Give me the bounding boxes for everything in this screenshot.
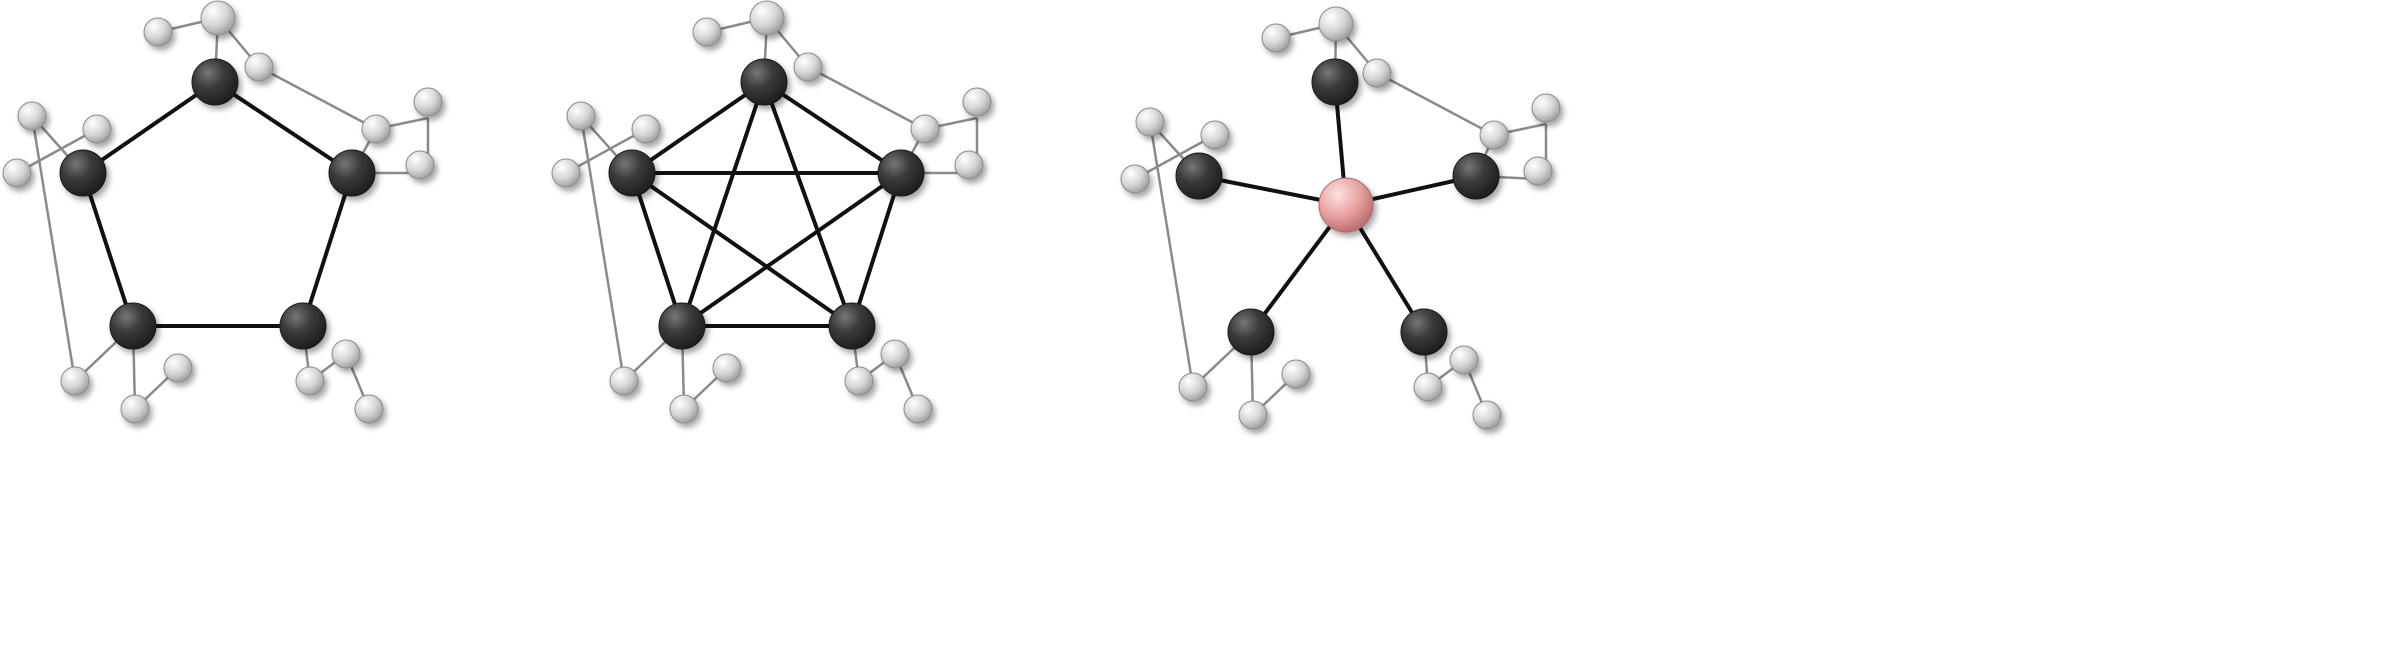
core-node (1311, 58, 1359, 106)
peripheral-node (712, 353, 742, 383)
peripheral-node (1362, 58, 1392, 88)
panel-star (1120, 6, 1561, 430)
peripheral-node (1238, 400, 1268, 430)
peripheral-node (1200, 120, 1230, 150)
peripheral-edge (30, 115, 77, 382)
core-edge (81, 80, 217, 175)
core-node (1452, 152, 1500, 200)
peripheral-node (793, 52, 823, 82)
core-edge (680, 171, 903, 328)
peripheral-node (361, 114, 391, 144)
peripheral-node (200, 0, 236, 36)
peripheral-node (1261, 23, 1291, 53)
peripheral-edge (579, 115, 626, 382)
peripheral-node (1135, 107, 1165, 137)
peripheral-node (880, 339, 910, 369)
core-node (828, 302, 876, 350)
peripheral-nodes (1120, 6, 1561, 430)
core-edge (630, 171, 854, 328)
core-node (59, 149, 107, 197)
peripheral-node (631, 114, 661, 144)
core-edge (630, 80, 766, 175)
core-node (608, 149, 656, 197)
core-node (1400, 308, 1448, 356)
peripheral-nodes (2, 0, 443, 424)
core-edges (630, 80, 903, 328)
core-nodes (1175, 58, 1500, 356)
core-node (1175, 152, 1223, 200)
core-edge (762, 81, 854, 327)
peripheral-node (295, 366, 325, 396)
peripheral-edge (1376, 71, 1495, 137)
peripheral-node (844, 366, 874, 396)
peripheral-node (244, 52, 274, 82)
peripheral-node (1281, 359, 1311, 389)
peripheral-node (1472, 400, 1502, 430)
panel-complete (551, 0, 992, 424)
peripheral-node (669, 394, 699, 424)
peripheral-node (17, 101, 47, 131)
core-node (658, 302, 706, 350)
peripheral-edge (1148, 121, 1195, 388)
core-node (1227, 308, 1275, 356)
peripheral-node (1479, 120, 1509, 150)
core-edge (630, 172, 684, 327)
peripheral-node (60, 366, 90, 396)
core-node (877, 149, 925, 197)
peripheral-edge (258, 65, 377, 131)
core-node (109, 302, 157, 350)
peripheral-node (1120, 164, 1150, 194)
peripheral-node (910, 114, 940, 144)
peripheral-node (1449, 345, 1479, 375)
core-edge (81, 172, 135, 327)
peripheral-node (354, 394, 384, 424)
core-edge (850, 172, 903, 327)
peripheral-node (413, 87, 443, 117)
peripheral-node (609, 366, 639, 396)
hub-node (1318, 177, 1374, 233)
peripheral-node (1413, 372, 1443, 402)
peripheral-node (1531, 93, 1561, 123)
peripheral-node (331, 339, 361, 369)
core-edge (301, 172, 354, 327)
peripheral-node (163, 353, 193, 383)
peripheral-node (903, 394, 933, 424)
peripheral-node (1523, 156, 1553, 186)
peripheral-edge (565, 127, 647, 175)
peripheral-nodes (551, 0, 992, 424)
panel-ring (2, 0, 443, 424)
peripheral-node (143, 17, 173, 47)
peripheral-node (2, 158, 32, 188)
peripheral-node (749, 0, 785, 36)
core-edge (762, 80, 903, 175)
peripheral-edge (16, 127, 98, 175)
peripheral-edge (807, 65, 926, 131)
core-edges (81, 80, 354, 328)
peripheral-node (82, 114, 112, 144)
peripheral-node (405, 150, 435, 180)
peripheral-node (120, 394, 150, 424)
core-node (328, 149, 376, 197)
peripheral-node (692, 17, 722, 47)
core-edge (213, 80, 354, 175)
peripheral-node (1178, 372, 1208, 402)
core-node (740, 58, 788, 106)
peripheral-node (1318, 6, 1354, 42)
core-nodes (608, 58, 925, 350)
core-node (191, 58, 239, 106)
core-nodes (59, 58, 376, 350)
core-node (279, 302, 327, 350)
peripheral-node (962, 87, 992, 117)
core-edge (680, 81, 766, 327)
peripheral-node (954, 150, 984, 180)
peripheral-node (551, 158, 581, 188)
peripheral-edge (1134, 133, 1216, 181)
peripheral-node (566, 101, 596, 131)
